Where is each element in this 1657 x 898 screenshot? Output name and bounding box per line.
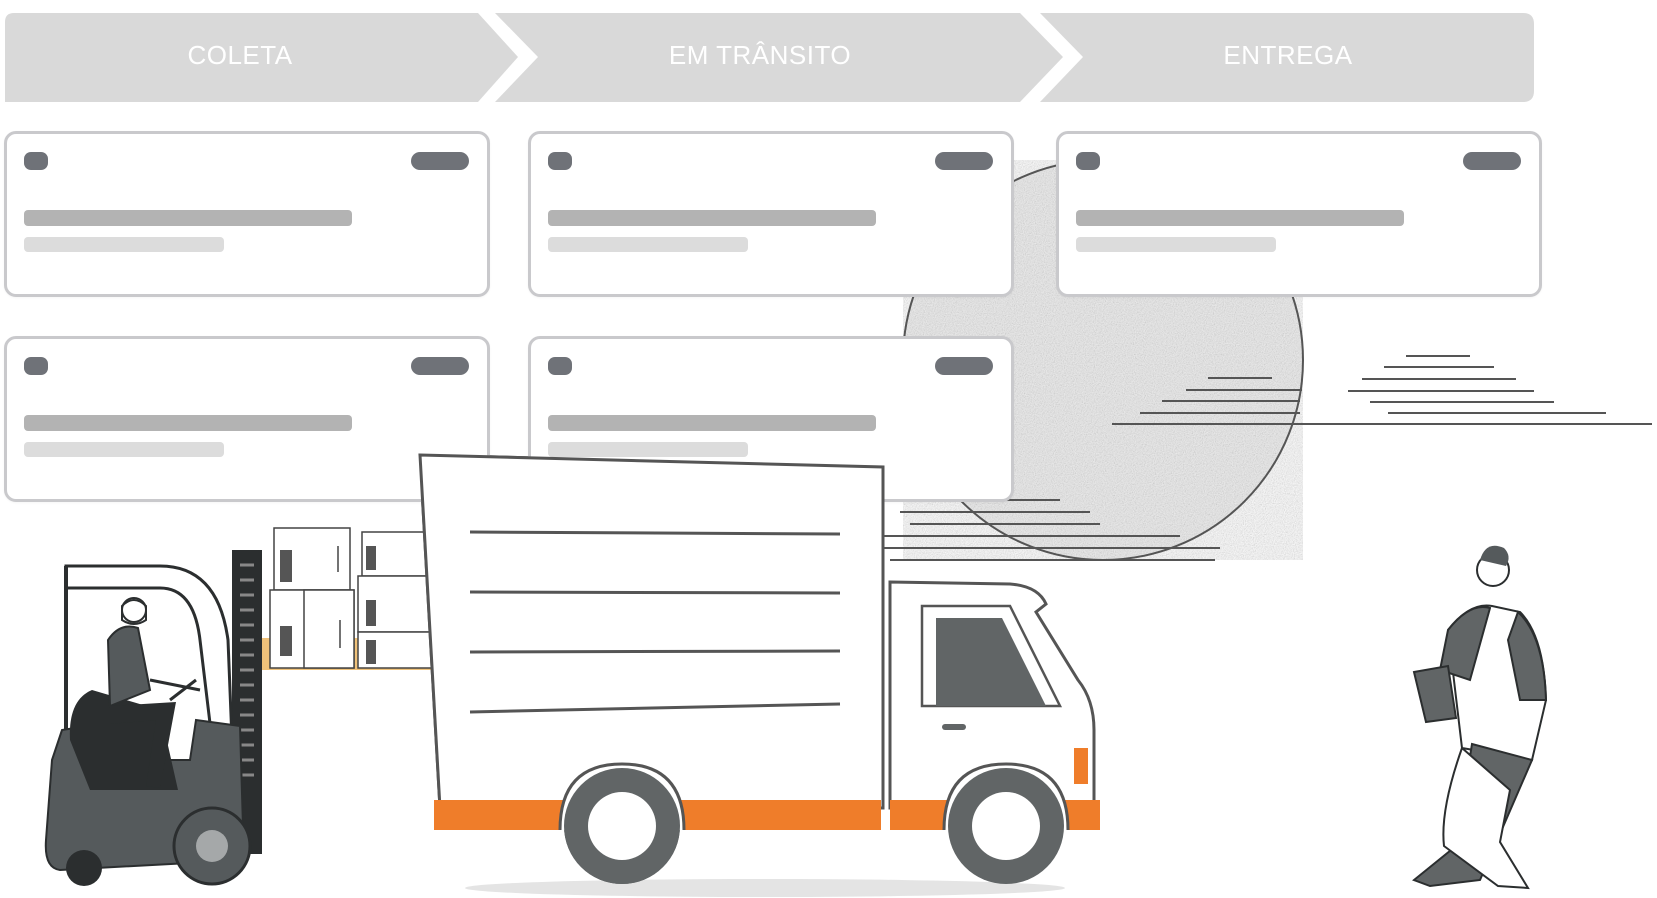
status-dot bbox=[548, 152, 572, 170]
card-title-placeholder bbox=[548, 210, 876, 226]
card-subtitle-placeholder bbox=[24, 237, 224, 252]
truck-icon bbox=[418, 453, 1100, 884]
shipment-card[interactable] bbox=[1056, 131, 1542, 297]
status-dot bbox=[1076, 152, 1100, 170]
boxes-icon bbox=[262, 527, 435, 670]
shipment-card[interactable] bbox=[528, 131, 1014, 297]
step-chevron-entrega[interactable] bbox=[1040, 13, 1534, 102]
shipment-card[interactable] bbox=[528, 336, 1014, 502]
status-dot bbox=[24, 152, 48, 170]
status-dot bbox=[24, 357, 48, 375]
step-chevron-coleta[interactable] bbox=[5, 13, 518, 102]
step-label-entrega: ENTREGA bbox=[1223, 40, 1353, 70]
card-subtitle-placeholder bbox=[1076, 237, 1276, 252]
forklift-icon bbox=[44, 550, 262, 886]
card-title-placeholder bbox=[24, 415, 352, 431]
card-title-placeholder bbox=[548, 415, 876, 431]
status-badge bbox=[411, 152, 469, 170]
card-subtitle-placeholder bbox=[24, 442, 224, 457]
shipment-card[interactable] bbox=[4, 131, 490, 297]
step-label-coleta: COLETA bbox=[187, 40, 293, 70]
truck-cargo-box-icon bbox=[418, 453, 885, 884]
card-title-placeholder bbox=[24, 210, 352, 226]
shipment-card[interactable] bbox=[4, 336, 490, 502]
status-badge bbox=[935, 357, 993, 375]
steps-chevrons bbox=[5, 13, 1534, 102]
step-label-em-transito: EM TRÂNSITO bbox=[668, 40, 852, 70]
status-badge bbox=[935, 152, 993, 170]
status-badge bbox=[1463, 152, 1521, 170]
delivery-person-icon bbox=[1412, 545, 1548, 890]
card-subtitle-placeholder bbox=[548, 442, 748, 457]
status-dot bbox=[548, 357, 572, 375]
card-title-placeholder bbox=[1076, 210, 1404, 226]
status-badge bbox=[411, 357, 469, 375]
card-subtitle-placeholder bbox=[548, 237, 748, 252]
forklift-driver-icon bbox=[106, 597, 201, 788]
step-chevron-em-transito[interactable] bbox=[495, 13, 1063, 102]
